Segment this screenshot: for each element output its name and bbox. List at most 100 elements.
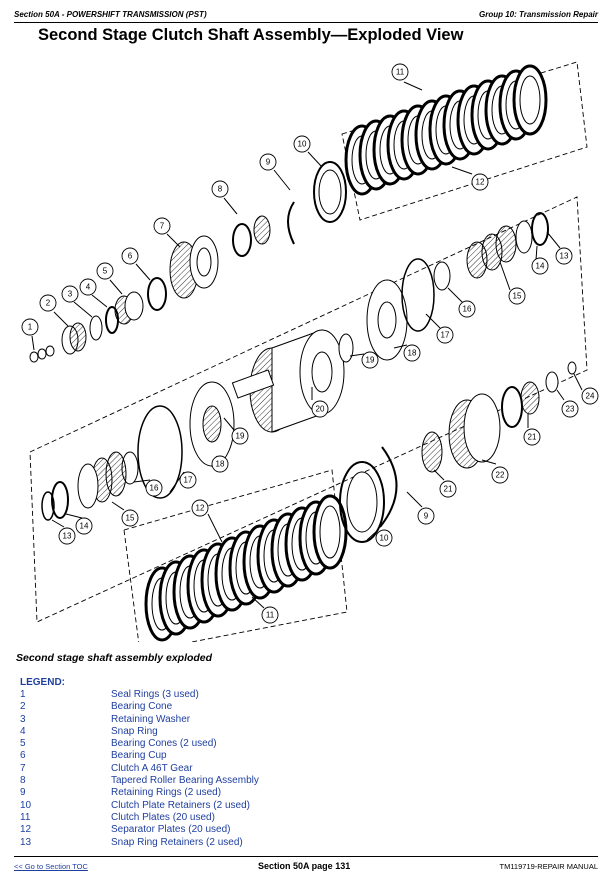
- callout-8: 8: [211, 180, 238, 215]
- svg-text:22: 22: [496, 471, 505, 480]
- svg-text:12: 12: [196, 504, 205, 513]
- legend-number: 7: [20, 762, 26, 774]
- svg-text:17: 17: [441, 331, 450, 340]
- callout-17-upper: 17: [425, 313, 454, 344]
- callout-13-upper: 13: [546, 231, 573, 265]
- legend-row: 3 Retaining Washer: [20, 714, 380, 726]
- svg-text:14: 14: [536, 262, 545, 271]
- callout-6: 6: [121, 247, 151, 281]
- svg-text:15: 15: [513, 292, 522, 301]
- page-number: Section 50A page 131: [258, 861, 351, 871]
- callout-23: 23: [556, 389, 579, 418]
- legend-number: 5: [20, 738, 26, 750]
- callout-12-lower: 12: [191, 499, 223, 543]
- svg-text:6: 6: [128, 252, 133, 261]
- callout-24: 24: [573, 373, 599, 405]
- legend-description: Tapered Roller Bearing Assembly: [111, 775, 259, 787]
- legend-description: Snap Ring: [111, 725, 158, 737]
- callout-19-lower: 19: [223, 417, 249, 445]
- legend-row: 10 Clutch Plate Retainers (2 used): [20, 800, 380, 812]
- callout-11: 11: [391, 63, 423, 91]
- svg-text:5: 5: [103, 267, 108, 276]
- callout-19-upper: 19: [349, 351, 379, 369]
- callout-13-lower: 13: [51, 519, 76, 545]
- svg-text:9: 9: [424, 512, 429, 521]
- legend-number: 10: [20, 799, 32, 811]
- legend-number: 12: [20, 824, 32, 836]
- part-callouts: 11 10 9 12 8 7 6 5 4 3 2 1 14 13 15 16 1…: [21, 63, 599, 624]
- page-footer: << Go to Section TOC Section 50A page 13…: [14, 861, 598, 876]
- svg-text:11: 11: [396, 68, 405, 77]
- legend-row: 1 Seal Rings (3 used): [20, 689, 380, 701]
- section-toc-link[interactable]: << Go to Section TOC: [14, 862, 88, 871]
- header-divider: [14, 22, 598, 23]
- callout-10: 10: [293, 135, 323, 168]
- callout-12: 12: [451, 166, 489, 191]
- callout-11-lower: 11: [251, 596, 279, 624]
- svg-text:1: 1: [28, 323, 33, 332]
- legend-number: 4: [20, 725, 26, 737]
- legend-description: Bearing Cones (2 used): [111, 738, 217, 750]
- legend-description: Snap Ring Retainers (2 used): [111, 836, 243, 848]
- svg-text:17: 17: [184, 476, 193, 485]
- upper-clutch-pack: [344, 64, 548, 196]
- callout-16-lower: 16: [133, 479, 163, 497]
- center-drum: [41, 212, 577, 543]
- callout-22: 22: [481, 459, 509, 484]
- callout-18-lower: 18: [211, 455, 229, 473]
- svg-text:21: 21: [528, 433, 537, 442]
- figure-caption: Second stage shaft assembly exploded: [16, 652, 213, 664]
- svg-text:18: 18: [408, 349, 417, 358]
- legend-row: 5 Bearing Cones (2 used): [20, 738, 380, 750]
- legend-number: 13: [20, 836, 32, 848]
- svg-text:4: 4: [86, 283, 91, 292]
- svg-text:19: 19: [236, 432, 245, 441]
- svg-text:21: 21: [444, 485, 453, 494]
- legend-description: Clutch Plate Retainers (2 used): [111, 799, 250, 811]
- manual-id: TM119719-REPAIR MANUAL: [499, 862, 598, 871]
- svg-text:12: 12: [476, 178, 485, 187]
- legend-number: 1: [20, 689, 26, 700]
- callout-14-lower: 14: [65, 513, 93, 535]
- legend-description: Bearing Cup: [111, 750, 167, 762]
- callout-15-upper: 15: [499, 261, 526, 305]
- legend-number: 3: [20, 713, 26, 725]
- svg-text:8: 8: [218, 185, 223, 194]
- legend-number: 2: [20, 701, 26, 713]
- svg-text:14: 14: [80, 522, 89, 531]
- svg-text:16: 16: [150, 484, 159, 493]
- callout-20: 20: [311, 387, 329, 418]
- legend-row: 4 Snap Ring: [20, 726, 380, 738]
- page-header: Section 50A - POWERSHIFT TRANSMISSION (P…: [14, 8, 598, 22]
- legend-description: Clutch A 46T Gear: [111, 762, 193, 774]
- svg-text:2: 2: [46, 299, 51, 308]
- footer-divider: [14, 856, 598, 857]
- legend-number: 6: [20, 750, 26, 762]
- svg-text:13: 13: [63, 532, 72, 541]
- legend-description: Clutch Plates (20 used): [111, 811, 215, 823]
- exploded-view-diagram: 11 10 9 12 8 7 6 5 4 3 2 1 14 13 15 16 1…: [21, 61, 599, 642]
- legend-description: Separator Plates (20 used): [111, 824, 231, 836]
- callout-2: 2: [39, 294, 69, 327]
- callout-21-lower: 21: [433, 469, 457, 498]
- callout-15-lower: 15: [111, 501, 139, 527]
- svg-text:18: 18: [216, 460, 225, 469]
- legend-description: Seal Rings (3 used): [111, 689, 199, 700]
- svg-text:16: 16: [463, 305, 472, 314]
- page-title: Second Stage Clutch Shaft Assembly—Explo…: [38, 26, 464, 44]
- svg-text:24: 24: [586, 392, 595, 401]
- svg-text:9: 9: [266, 158, 271, 167]
- legend-description: Retaining Rings (2 used): [111, 787, 222, 799]
- callout-18-upper: 18: [393, 344, 421, 362]
- callout-9: 9: [259, 153, 291, 191]
- legend-description: Retaining Washer: [111, 713, 191, 725]
- svg-text:3: 3: [68, 290, 73, 299]
- callout-9-lower: 9: [406, 491, 435, 525]
- svg-text:10: 10: [380, 534, 389, 543]
- svg-text:7: 7: [160, 222, 165, 231]
